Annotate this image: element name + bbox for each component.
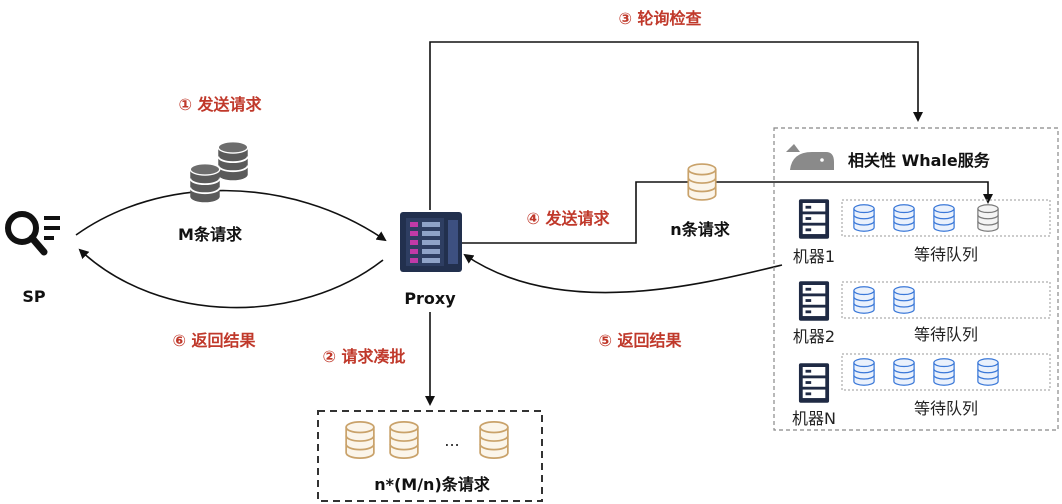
proxy-to-sp-arrow xyxy=(78,248,384,309)
step-2-label: ② 请求凑批 xyxy=(322,347,405,366)
n-requests: n条请求 xyxy=(670,163,731,239)
batch-box: ... n*(M/n)条请求 xyxy=(317,410,543,502)
service-title: 相关性 Whale服务 xyxy=(848,151,991,170)
database-icon xyxy=(345,420,375,460)
machine-row-1: 机器1 等待队列 xyxy=(793,199,1051,266)
step-4-label: ④ 发送请求 xyxy=(526,209,610,228)
server-rack-icon xyxy=(400,212,462,272)
database-icon xyxy=(933,204,955,232)
queue-box xyxy=(841,281,1051,319)
sp-node: SP xyxy=(5,211,60,306)
queue-label: 等待队列 xyxy=(914,245,978,264)
queue-label: 等待队列 xyxy=(914,325,978,344)
database-icon xyxy=(933,358,955,386)
whale-icon xyxy=(786,144,834,170)
database-icon xyxy=(977,358,999,386)
m-requests: M条请求 xyxy=(178,140,249,244)
database-icon xyxy=(893,286,915,314)
machine-row-n: 机器N 等待队列 xyxy=(792,353,1051,428)
database-icon xyxy=(687,163,717,201)
database-icon xyxy=(853,204,875,232)
queue-box xyxy=(841,353,1051,391)
database-icon xyxy=(893,204,915,232)
machine-name: 机器N xyxy=(792,409,836,428)
database-icon xyxy=(189,162,221,204)
machine-name: 机器2 xyxy=(793,327,835,346)
n-requests-label: n条请求 xyxy=(670,220,730,239)
machine-name: 机器1 xyxy=(793,247,835,266)
sp-label: SP xyxy=(22,287,46,306)
database-icon xyxy=(479,420,509,460)
database-icon xyxy=(853,358,875,386)
database-icon xyxy=(853,286,875,314)
batch-label: n*(M/n)条请求 xyxy=(374,475,491,494)
database-icon xyxy=(389,420,419,460)
sp-to-proxy-arrow xyxy=(75,189,387,242)
step-3-label: ③ 轮询检查 xyxy=(618,9,701,28)
poll-check-arrow xyxy=(429,41,923,210)
server-icon xyxy=(798,199,830,239)
proxy-to-service-arrow xyxy=(462,181,993,244)
proxy-node: Proxy xyxy=(400,212,462,308)
queue-box xyxy=(841,199,1051,237)
magnifier-list-icon xyxy=(5,211,60,256)
service-to-proxy-arrow xyxy=(463,253,783,294)
machine-row-2: 机器2 等待队列 xyxy=(793,281,1051,346)
database-icon xyxy=(977,204,999,232)
database-icon xyxy=(893,358,915,386)
queue-label: 等待队列 xyxy=(914,399,978,418)
server-icon xyxy=(798,281,830,321)
database-icon xyxy=(217,140,249,182)
whale-service-panel: 相关性 Whale服务 机器1 等待队列 机器2 等待队列 机器N xyxy=(773,127,1059,431)
m-requests-label: M条请求 xyxy=(178,225,243,244)
server-icon xyxy=(798,363,830,403)
step-1-label: ① 发送请求 xyxy=(178,95,262,114)
step-5-label: ⑤ 返回结果 xyxy=(598,331,681,350)
proxy-label: Proxy xyxy=(404,289,456,308)
step-6-label: ⑥ 返回结果 xyxy=(172,331,255,350)
batch-ellipsis: ... xyxy=(444,431,459,450)
